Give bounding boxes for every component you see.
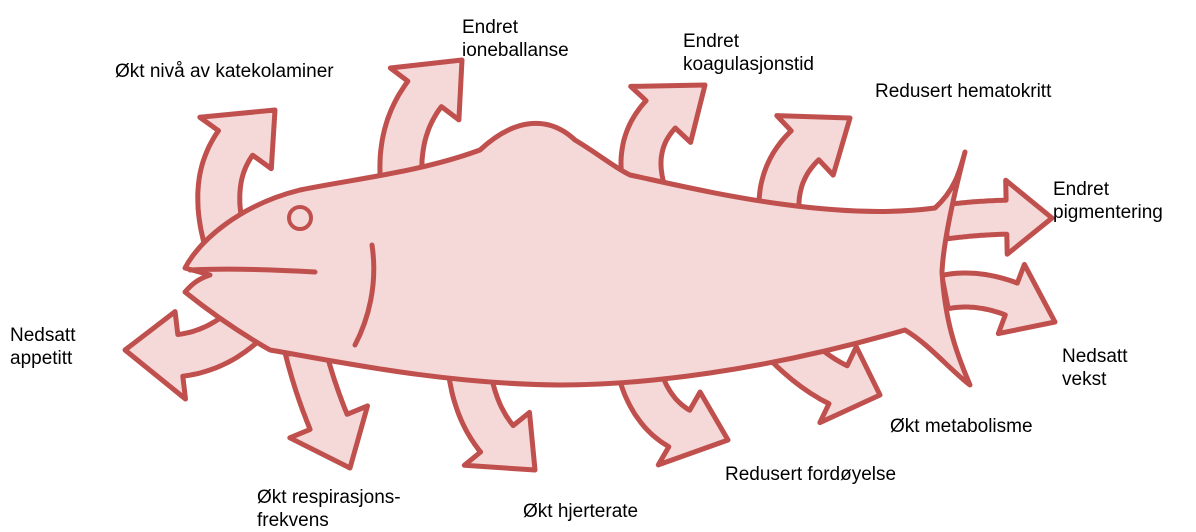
fish-outline (185, 123, 970, 385)
fish-eye (289, 207, 311, 229)
label-respiration: Økt respirasjons- frekvens (257, 486, 401, 532)
label-pigmentation: Endret pigmentering (1053, 178, 1163, 224)
arrow-heart-rate (449, 372, 535, 470)
label-appetite: Nedsatt appetitt (10, 324, 75, 370)
label-growth: Nedsatt vekst (1062, 345, 1127, 391)
arrow-pigmentation (943, 180, 1052, 254)
label-digestion: Redusert fordøyelse (725, 463, 896, 486)
fish-mouth (190, 269, 315, 272)
label-hematocrit: Redusert hematokritt (875, 80, 1051, 103)
label-heart-rate: Økt hjerterate (523, 500, 638, 523)
arrow-growth (942, 264, 1055, 333)
label-metabolism: Økt metabolisme (890, 415, 1033, 438)
fish-body (185, 123, 970, 385)
label-ion-balance: Endret ioneballanse (462, 16, 569, 62)
label-coagulation: Endret koagulasjonstid (683, 30, 814, 76)
label-catecholamines: Økt nivå av katekolaminer (115, 60, 334, 83)
